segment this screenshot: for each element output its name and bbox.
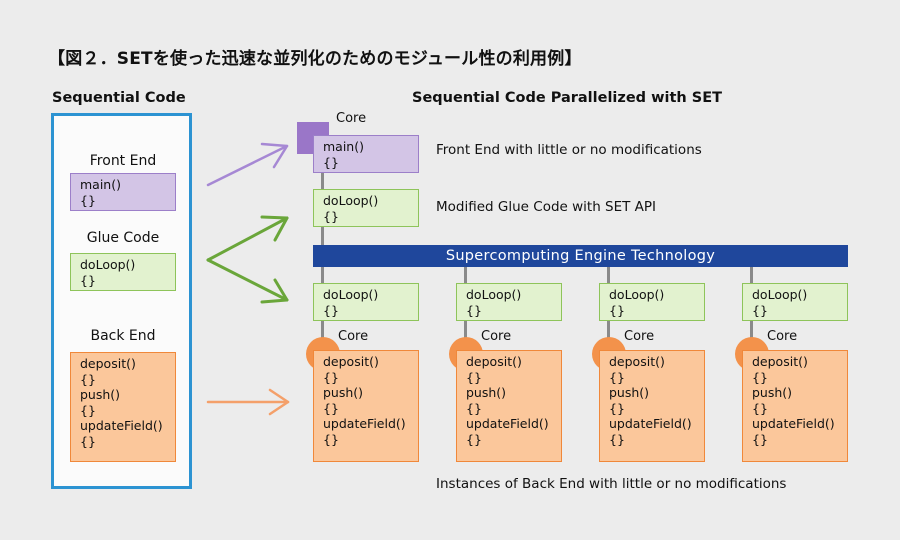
code-line: deposit() <box>80 356 136 371</box>
left-back-end-box: deposit() {} push() {} updateField() {} <box>70 352 176 462</box>
right-glue-code-box: doLoop() {} <box>313 189 419 227</box>
glue-code-caption: Modified Glue Code with SET API <box>436 199 657 215</box>
green-branch-arrows <box>206 215 289 304</box>
instance-core-label: Core <box>338 329 369 344</box>
code-line: {} <box>80 433 96 449</box>
code-line: push() <box>80 387 121 402</box>
code-line: {} <box>752 369 768 385</box>
front-end-label: Front End <box>89 153 157 169</box>
back-end-caption: Instances of Back End with little or no … <box>436 476 787 492</box>
figure-title: 【図２．SETを使った迅速な並列化のためのモジュール性の利用例】 <box>48 49 582 69</box>
code-line: {} <box>466 400 482 416</box>
glue-code-label: Glue Code <box>86 230 160 246</box>
code-line: {} <box>609 431 625 447</box>
instance-core-label: Core <box>624 329 655 344</box>
code-line: {} <box>609 302 625 318</box>
code-line: {} <box>323 400 339 416</box>
code-line: push() <box>609 385 650 400</box>
code-line: deposit() <box>466 354 522 369</box>
code-line: {} <box>609 400 625 416</box>
code-line: {} <box>752 431 768 447</box>
code-line: {} <box>323 208 339 224</box>
code-line: push() <box>323 385 364 400</box>
code-line: {} <box>323 431 339 447</box>
code-line: {} <box>80 192 96 208</box>
instance-loop-box: doLoop() {} <box>456 283 562 321</box>
instance-core-label: Core <box>767 329 798 344</box>
parallelized-heading: Sequential Code Parallelized with SET <box>412 90 722 106</box>
code-line: {} <box>466 431 482 447</box>
code-line: updateField() <box>323 416 406 431</box>
code-line: {} <box>80 272 96 288</box>
code-line: {} <box>323 302 339 318</box>
code-line: deposit() <box>323 354 379 369</box>
code-line: push() <box>752 385 793 400</box>
set-bar: Supercomputing Engine Technology <box>313 245 848 267</box>
code-line: {} <box>466 302 482 318</box>
code-line: main() <box>80 177 121 192</box>
orange-arrow <box>206 388 290 416</box>
code-line: {} <box>466 369 482 385</box>
code-line: doLoop() <box>323 193 379 208</box>
code-line: doLoop() <box>466 287 522 302</box>
left-front-end-box: main() {} <box>70 173 176 211</box>
code-line: doLoop() <box>323 287 379 302</box>
instance-loop-box: doLoop() {} <box>742 283 848 321</box>
code-line: deposit() <box>609 354 665 369</box>
code-line: main() <box>323 139 364 154</box>
instance-back-end-box: deposit() {} push() {} updateField() {} <box>742 350 848 462</box>
code-line: updateField() <box>466 416 549 431</box>
instance-back-end-box: deposit() {} push() {} updateField() {} <box>313 350 419 462</box>
back-end-label: Back End <box>90 328 156 344</box>
instance-loop-box: doLoop() {} <box>313 283 419 321</box>
code-line: doLoop() <box>752 287 808 302</box>
code-line: {} <box>752 400 768 416</box>
instance-back-end-box: deposit() {} push() {} updateField() {} <box>456 350 562 462</box>
code-line: deposit() <box>752 354 808 369</box>
code-line: {} <box>80 402 96 418</box>
code-line: doLoop() <box>609 287 665 302</box>
code-line: doLoop() <box>80 257 136 272</box>
code-line: updateField() <box>752 416 835 431</box>
instance-back-end-box: deposit() {} push() {} updateField() {} <box>599 350 705 462</box>
code-line: {} <box>752 302 768 318</box>
code-line: {} <box>323 154 339 170</box>
code-line: updateField() <box>80 418 163 433</box>
sequential-code-heading: Sequential Code <box>52 90 186 106</box>
code-line: updateField() <box>609 416 692 431</box>
code-line: {} <box>80 371 96 387</box>
code-line: {} <box>323 369 339 385</box>
code-line: push() <box>466 385 507 400</box>
code-line: {} <box>609 369 625 385</box>
right-front-end-box: main() {} <box>313 135 419 173</box>
front-end-caption: Front End with little or no modification… <box>436 142 702 158</box>
instance-core-label: Core <box>481 329 512 344</box>
instance-loop-box: doLoop() {} <box>599 283 705 321</box>
front-core-label: Core <box>336 111 367 126</box>
left-glue-code-box: doLoop() {} <box>70 253 176 291</box>
purple-arrow <box>206 142 289 187</box>
